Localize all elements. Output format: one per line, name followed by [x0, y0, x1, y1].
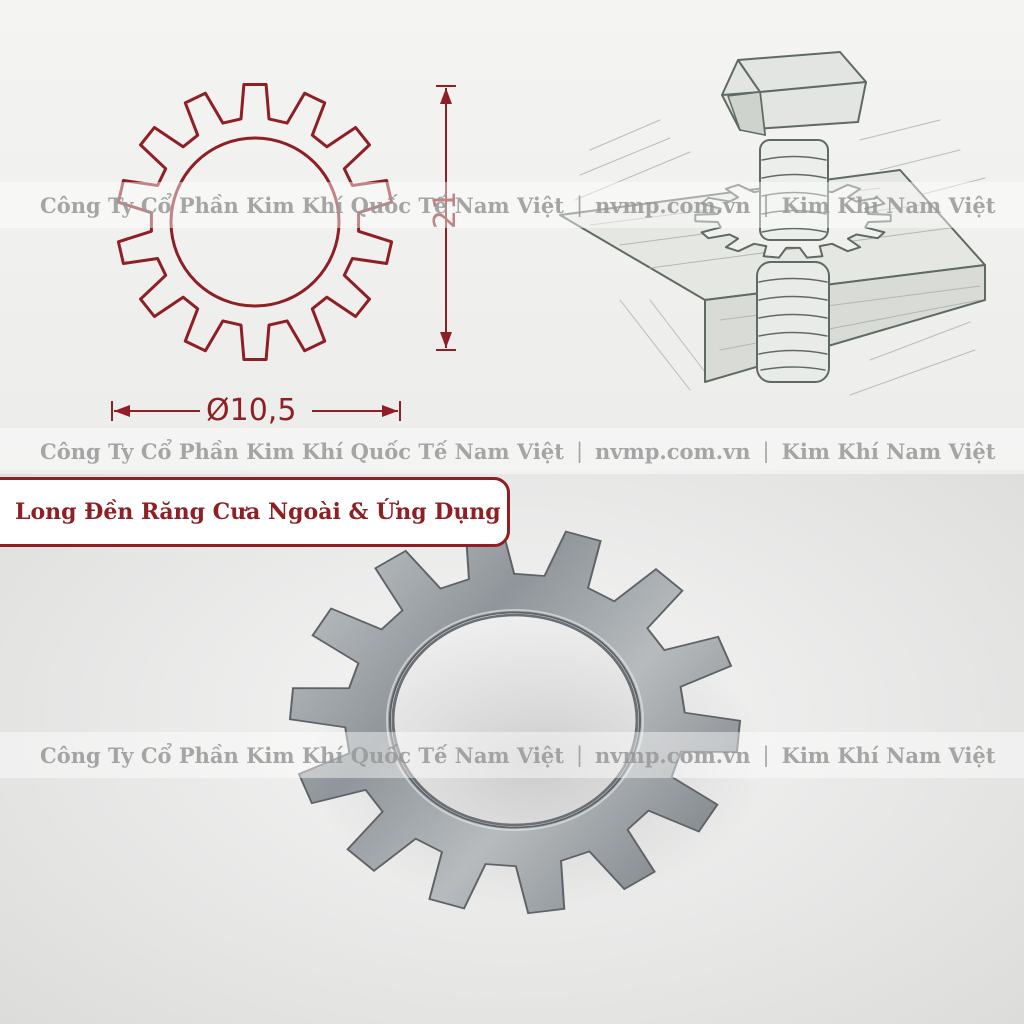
- washer-inner-hole: [169, 136, 341, 308]
- watermark-company: Công Ty Cổ Phần Kim Khí Quốc Tế Nam Việt: [40, 742, 564, 768]
- watermark-website: nvmp.com.vn: [595, 438, 751, 464]
- bolt-shank-lower-sketch: [756, 261, 830, 383]
- watermark-separator: |: [575, 193, 584, 217]
- watermark-separator: |: [575, 743, 584, 767]
- washer-outline: [116, 83, 394, 361]
- watermark-band: Công Ty Cổ Phần Kim Khí Quốc Tế Nam Việt…: [0, 182, 1024, 228]
- washer-photo-inner-rim: [391, 613, 639, 827]
- watermark-website: nvmp.com.vn: [595, 742, 751, 768]
- title-badge: Long Đền Răng Cưa Ngoài & Ứng Dụng: [0, 477, 510, 547]
- watermark-brand: Kim Khí Nam Việt: [781, 438, 996, 464]
- watermark-separator: |: [575, 439, 584, 463]
- bolt-hex-head-sketch: [721, 51, 867, 136]
- watermark-company: Công Ty Cổ Phần Kim Khí Quốc Tế Nam Việt: [40, 438, 564, 464]
- diameter-dimension-label: Ø10,5: [206, 393, 297, 428]
- watermark-separator: |: [762, 439, 770, 463]
- page-title: Long Đền Răng Cưa Ngoài & Ứng Dụng: [15, 499, 501, 525]
- bolt-shank-upper-sketch: [759, 139, 829, 241]
- watermark-band: Công Ty Cổ Phần Kim Khí Quốc Tế Nam Việt…: [0, 428, 1024, 474]
- washer-photo-body: [288, 525, 742, 915]
- watermark-separator: |: [762, 743, 770, 767]
- watermark-brand: Kim Khí Nam Việt: [781, 742, 996, 768]
- diameter-arrow-right: [382, 405, 398, 417]
- washer-technical-drawing: [111, 83, 456, 421]
- height-arrow-bottom: [440, 332, 452, 348]
- watermark-brand: Kim Khí Nam Việt: [781, 192, 996, 218]
- height-arrow-top: [440, 88, 452, 104]
- watermark-website: nvmp.com.vn: [595, 192, 751, 218]
- diameter-arrow-left: [114, 405, 130, 417]
- washer-photo-inner-highlight: [386, 609, 644, 831]
- bolt-assembly-sketch: [559, 51, 986, 396]
- watermark-company: Công Ty Cổ Phần Kim Khí Quốc Tế Nam Việt: [40, 192, 564, 218]
- watermark-band: Công Ty Cổ Phần Kim Khí Quốc Tế Nam Việt…: [0, 732, 1024, 778]
- watermark-separator: |: [762, 193, 770, 217]
